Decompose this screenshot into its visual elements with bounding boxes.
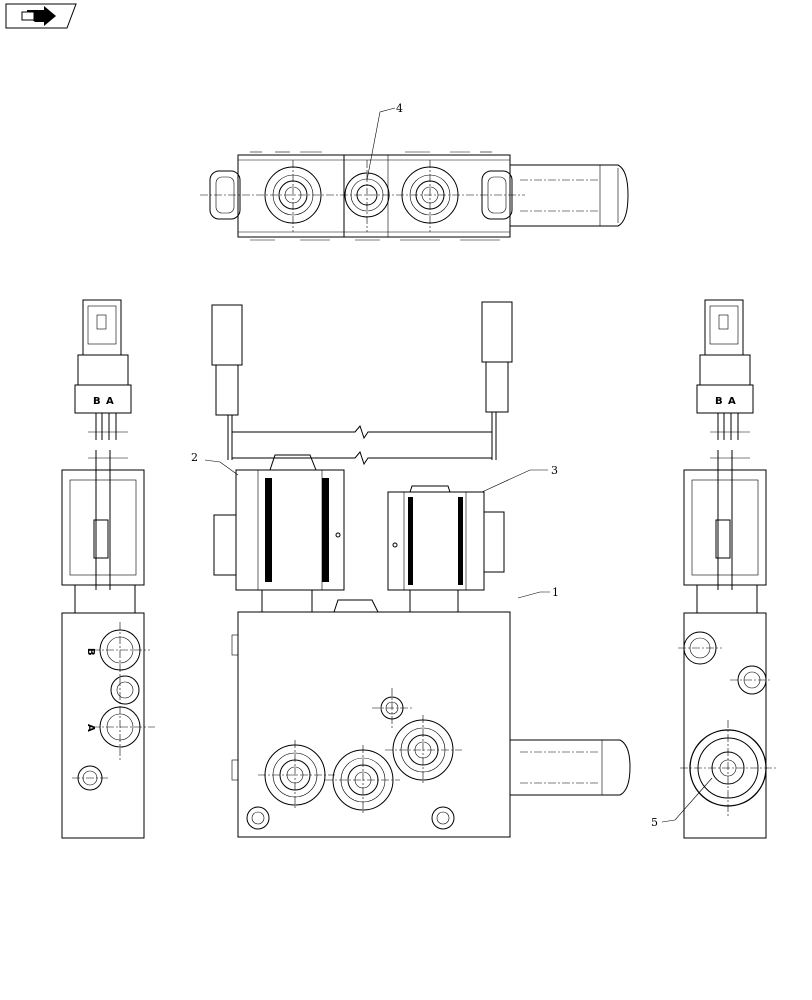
callout-2: 2 bbox=[191, 451, 198, 464]
left-block-port-b: B bbox=[85, 648, 96, 656]
callout-leaders bbox=[204, 107, 713, 823]
right-connector-port-b: B bbox=[715, 396, 723, 407]
left-connector-port-b: B bbox=[93, 396, 101, 407]
top-view-valve-bank bbox=[200, 151, 629, 241]
right-connector-port-a: A bbox=[728, 396, 736, 407]
callout-1: 1 bbox=[552, 586, 559, 599]
callout-5: 5 bbox=[651, 816, 658, 829]
center-front-view bbox=[211, 301, 631, 838]
left-side-view bbox=[61, 299, 155, 839]
right-side-view bbox=[678, 299, 776, 839]
left-connector-port-a: A bbox=[106, 396, 114, 407]
callout-3: 3 bbox=[551, 464, 558, 477]
page-arrow-icon[interactable] bbox=[5, 3, 77, 29]
left-block-port-a: A bbox=[85, 724, 96, 732]
callout-4: 4 bbox=[396, 102, 403, 115]
